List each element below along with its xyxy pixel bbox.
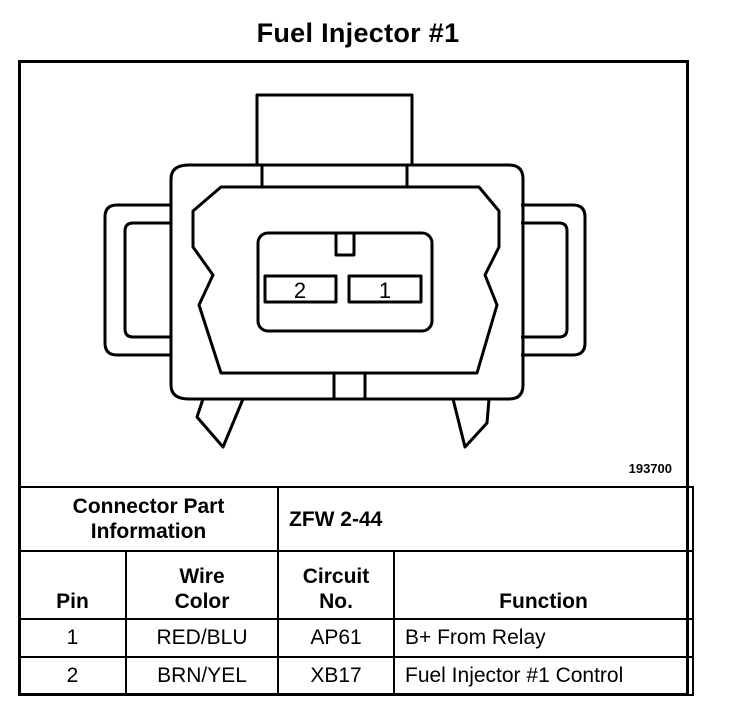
right-leg <box>451 398 491 449</box>
pin-cell: 1 <box>18 618 127 658</box>
left-lock-tab <box>103 203 171 357</box>
function-cell: B+ From Relay <box>393 618 694 658</box>
pin-cavity-1 <box>347 274 423 304</box>
part-number: ZFW 2-44 <box>277 486 694 552</box>
pin-cavity-block <box>256 231 434 333</box>
diagram-frame: 2 1 193700 Connector Part Information ZF… <box>18 60 694 696</box>
connector-info-table: Connector Part Information ZFW 2-44 Pin … <box>18 486 694 696</box>
header-row: Pin Wire Color Circuit No. Function <box>18 550 694 620</box>
function-cell: Fuel Injector #1 Control <box>393 656 694 696</box>
header-pin: Pin <box>18 550 127 620</box>
header-circuit: Circuit No. <box>277 550 395 620</box>
figure-number: 193700 <box>628 461 672 476</box>
table-row: 1 RED/BLU AP61 B+ From Relay <box>18 618 694 658</box>
pin-label-2: 2 <box>294 278 306 303</box>
left-leg <box>195 398 245 449</box>
header-wire-color: Wire Color <box>125 550 279 620</box>
connector-shroud <box>191 185 501 375</box>
part-info-label: Connector Part Information <box>18 486 279 552</box>
wire-color-cell: RED/BLU <box>125 618 279 658</box>
circuit-cell: AP61 <box>277 618 395 658</box>
connector-housing <box>169 163 525 401</box>
connector-drawing: 2 1 <box>103 93 587 449</box>
pin-label-1: 1 <box>379 278 391 303</box>
polarization-key <box>334 231 356 257</box>
pin-cell: 2 <box>18 656 127 696</box>
wire-color-cell: BRN/YEL <box>125 656 279 696</box>
connector-latch <box>255 93 414 167</box>
pin-cavity-2 <box>263 274 338 304</box>
circuit-cell: XB17 <box>277 656 395 696</box>
part-info-row: Connector Part Information ZFW 2-44 <box>18 486 694 552</box>
diagram-title: Fuel Injector #1 <box>256 18 460 48</box>
header-function: Function <box>393 550 694 620</box>
table-row: 2 BRN/YEL XB17 Fuel Injector #1 Control <box>18 656 694 696</box>
right-lock-tab <box>521 203 587 357</box>
